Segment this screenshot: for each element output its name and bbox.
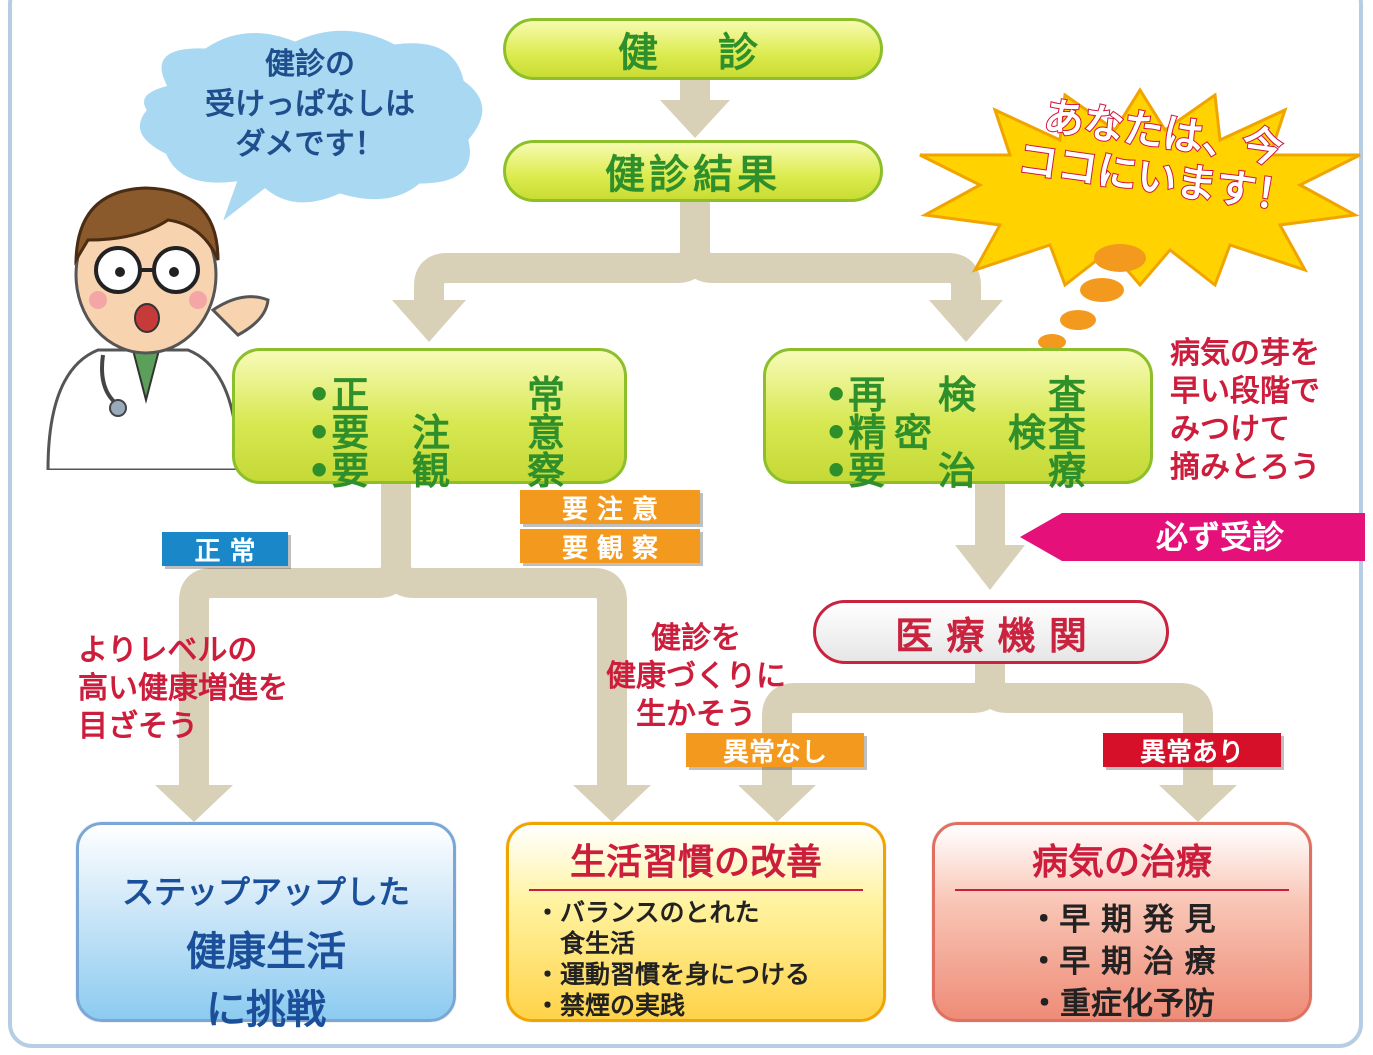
- title-underline: [955, 889, 1289, 891]
- speech-bubble: [136, 27, 486, 220]
- use-checkup-note: 健診を 健康づくりに 生かそう: [596, 620, 796, 734]
- box-row: •要治療: [824, 448, 1087, 493]
- list-item: ・重症化予防: [1029, 986, 1215, 1022]
- list-item: ・禁煙の実践: [535, 991, 686, 1020]
- box-row: •正常: [307, 372, 566, 417]
- note-line: よりレベルの: [78, 633, 258, 668]
- no-abnormal-tag: 異常なし: [686, 733, 864, 768]
- box-row: •要注意: [307, 410, 566, 455]
- lifestyle-improvement-box: 生活習慣の改善 ・バランスのとれた 食生活 ・運動習慣を身につける ・禁煙の実践: [506, 822, 886, 1022]
- stepup-line: ステップアップした: [121, 873, 410, 911]
- checkup-result-pill: 健診結果: [503, 140, 883, 202]
- speech-line: 受けっぱなしは: [205, 87, 415, 122]
- list-item: ・運動習慣を身につける: [535, 960, 811, 989]
- note-line: 生かそう: [636, 697, 756, 732]
- challenge-line: に挑戦: [206, 987, 326, 1033]
- note-line: 健診を: [651, 621, 741, 656]
- thought-dots: [1038, 244, 1146, 350]
- note-line: みつけて: [1170, 412, 1290, 447]
- list-item: ・早 期 発 見: [1028, 902, 1216, 938]
- treatment-items: ・早 期 発 見 ・早 期 治 療 ・重症化予防: [935, 899, 1309, 1025]
- normal-tag: 正 常: [162, 532, 288, 567]
- lifestyle-items: ・バランスのとれた 食生活 ・運動習慣を身につける ・禁煙の実践: [509, 897, 883, 1021]
- title-underline: [529, 889, 863, 891]
- note-line: 早い段階で: [1170, 374, 1320, 409]
- medical-institution-pill: 医 療 機 関: [813, 600, 1169, 664]
- abnormal-tag: 異常あり: [1103, 733, 1281, 768]
- health-life-line: 健康生活: [186, 929, 346, 975]
- box-row: •要観察: [307, 448, 566, 493]
- box-row: •精密検査: [824, 410, 1087, 455]
- speech-line: 健診の: [265, 47, 355, 82]
- note-line: 病気の芽を: [1170, 336, 1320, 371]
- health-promotion-note: よりレベルの 高い健康増進を 目ざそう: [78, 632, 288, 746]
- doctor-speech-text: 健診の 受けっぱなしは ダメです！: [185, 45, 435, 165]
- treatment-title: 病気の治療: [1031, 842, 1212, 883]
- note-line: 高い健康増進を: [78, 671, 288, 706]
- checkup-pill: 健 診: [503, 18, 883, 80]
- burst-shape: [919, 87, 1361, 288]
- note-line: 目ざそう: [78, 709, 198, 744]
- observe-tag: 要 観 察: [520, 529, 700, 564]
- list-item: ・バランスのとれた: [535, 898, 760, 927]
- speech-line: ダメです！: [235, 127, 385, 162]
- note-line: 摘みとろう: [1170, 450, 1320, 485]
- disease-treatment-box: 病気の治療 ・早 期 発 見 ・早 期 治 療 ・重症化予防: [932, 822, 1312, 1022]
- note-line: 健康づくりに: [606, 659, 786, 694]
- lifestyle-title: 生活習慣の改善: [569, 842, 822, 883]
- early-detection-note: 病気の芽を 早い段階で みつけて 摘みとろう: [1170, 335, 1320, 487]
- list-item: 食生活: [535, 929, 636, 958]
- box-row: •再検査: [824, 372, 1087, 417]
- doctor-illustration: [46, 186, 270, 470]
- caution-tag: 要 注 意: [520, 490, 700, 525]
- normal-caution-observe-box: •正常 •要注意 •要観察: [232, 348, 627, 493]
- stepup-health-box: ステップアップした 健康生活 に挑戦: [76, 822, 456, 1033]
- list-item: ・早 期 治 療: [1028, 944, 1216, 980]
- must-visit-arrow: [1020, 513, 1365, 561]
- must-visit-label: 必ず受診: [1155, 518, 1284, 556]
- recheck-detailed-treatment-box: •再検査 •精密検査 •要治療: [763, 348, 1153, 493]
